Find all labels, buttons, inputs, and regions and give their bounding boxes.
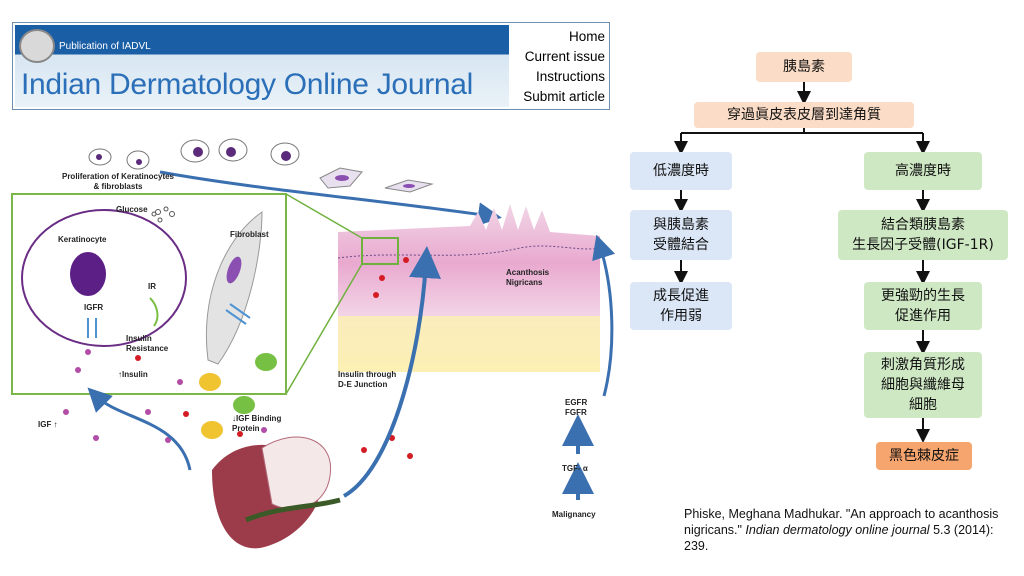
label-tgf: TGF- α — [562, 464, 588, 473]
zoom-highlight-box — [361, 237, 399, 265]
flow-penetrate-dermis: 穿過眞皮表皮層到達角質 — [694, 102, 914, 128]
journal-header: Publication of IADVL Indian Dermatology … — [12, 22, 610, 110]
label-igf-up: IGF ↑ — [38, 420, 58, 429]
flow-low-concentration: 低濃度時 — [630, 152, 732, 190]
citation: Phiske, Meghana Madhukar. "An approach t… — [684, 506, 1004, 554]
keratinocyte-nucleus — [70, 252, 106, 296]
citation-volume: 5.3 (2014): 239. — [684, 523, 994, 553]
label-malignancy: Malignancy — [552, 510, 596, 519]
label-egfr: EGFR — [565, 398, 588, 407]
label-glucose: Glucose — [116, 205, 148, 214]
glucose-molecules — [151, 206, 175, 223]
label-acanthosis-nigricans: Acanthosis Nigricans — [506, 268, 550, 287]
citation-journal: Indian dermatology online journal — [745, 523, 930, 537]
label-fibroblast: Fibroblast — [230, 230, 269, 239]
label-keratinocyte: Keratinocyte — [58, 235, 107, 244]
iadvl-logo — [19, 29, 55, 63]
stomach-organ — [261, 436, 332, 510]
igf-molecules — [63, 349, 267, 443]
flow-acanthosis-nigricans: 黑色棘皮症 — [876, 442, 972, 470]
flow-stimulate-cells: 刺激角質形成 細胞與纖維母 細胞 — [864, 352, 982, 418]
citation-title: "An approach to acanthosis nigricans." — [684, 507, 999, 537]
label-insulin-up: ↑Insulin — [118, 370, 148, 379]
proliferation-arrow — [159, 170, 502, 227]
flowchart-connectors — [674, 80, 930, 443]
skin-section — [337, 204, 601, 372]
nav-instructions[interactable]: Instructions — [535, 69, 605, 84]
flow-weak-growth: 成長促進 作用弱 — [630, 282, 732, 330]
flow-bind-insulin-receptor: 與胰島素 受體結合 — [630, 210, 732, 260]
flow-high-concentration: 高濃度時 — [864, 152, 982, 190]
flow-insulin: 胰島素 — [756, 52, 852, 82]
pathogenesis-illustration — [11, 138, 616, 549]
label-ir: IR — [148, 282, 156, 291]
insulin-arrow — [343, 246, 441, 498]
nav-current-issue[interactable]: Current issue — [524, 49, 605, 64]
label-proliferation: Proliferation of Keratinocytes & fibrobl… — [61, 172, 175, 191]
label-insulin-through: Insulin through D-E Junction — [338, 370, 397, 389]
nav-home[interactable]: Home — [568, 29, 605, 44]
journal-nav: Home Current issue Instructions Submit a… — [513, 27, 605, 107]
flow-bind-igf1r: 結合類胰島素 生長因子受體(IGF-1R) — [838, 210, 1008, 260]
fibroblast-cell — [205, 211, 263, 365]
igf-arrow — [87, 387, 192, 471]
journal-banner: Publication of IADVL Indian Dermatology … — [15, 25, 509, 107]
journal-title: Indian Dermatology Online Journal — [21, 68, 474, 101]
flow-stronger-growth: 更強勁的生長 促進作用 — [864, 282, 982, 330]
igf-binding-protein-blob — [199, 373, 221, 391]
label-insulin-resistance: Insulin Resistance — [126, 334, 169, 353]
publication-label: Publication of IADVL — [59, 41, 151, 52]
citation-authors: Phiske, Meghana Madhukar. — [684, 507, 843, 521]
fibroblast-receptor — [225, 303, 251, 325]
pancreas-organ — [245, 497, 341, 523]
keratinocyte-cell — [21, 209, 187, 347]
proliferating-cells — [88, 138, 434, 193]
label-igfr: IGFR — [84, 303, 104, 312]
label-igf-binding-protein: ↓IGF Binding Protein — [232, 414, 282, 433]
nav-submit-article[interactable]: Submit article — [523, 89, 605, 104]
label-fgfr: FGFR — [565, 408, 587, 417]
igfr-receptor — [87, 318, 97, 338]
ir-receptor — [149, 297, 159, 327]
growth-factor-arrow — [592, 234, 616, 397]
